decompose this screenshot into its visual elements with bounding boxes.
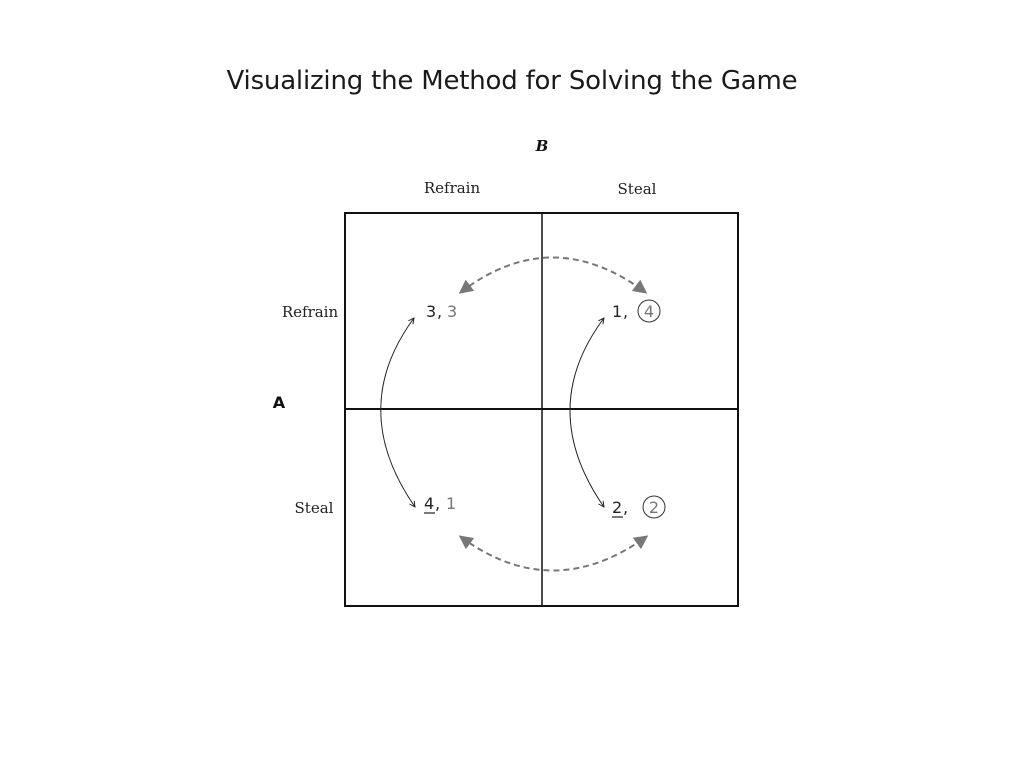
cell-refrain-refrain: 3 , 3 bbox=[426, 302, 457, 321]
payoff-a: 2 bbox=[612, 498, 622, 517]
payoff-b: 3 bbox=[447, 302, 457, 321]
payoff-separator: , bbox=[437, 302, 442, 321]
best-response-circle bbox=[637, 299, 661, 323]
payoff-a: 1 bbox=[612, 302, 622, 321]
column-player-label: B bbox=[535, 137, 549, 155]
payoff-b: 2 bbox=[649, 498, 659, 517]
column-strategy-refrain: Refrain bbox=[424, 179, 481, 197]
column-strategy-steal: Steal bbox=[618, 180, 657, 198]
solid-arrow-right bbox=[569, 318, 604, 507]
best-response-circle bbox=[642, 495, 666, 519]
solid-arrow-left bbox=[380, 318, 415, 507]
payoff-a: 4 bbox=[424, 494, 434, 513]
dashed-arrow-top bbox=[458, 256, 648, 294]
row-strategy-refrain: Refrain bbox=[282, 303, 339, 321]
payoff-b: 1 bbox=[446, 494, 456, 513]
cell-steal-refrain: 4 , 1 bbox=[424, 494, 456, 514]
payoff-separator: , bbox=[623, 498, 628, 517]
cell-refrain-steal: 1 , 4 bbox=[612, 299, 661, 323]
payoff-separator: , bbox=[623, 302, 628, 321]
row-strategy-steal: Steal bbox=[295, 499, 334, 517]
payoff-a: 3 bbox=[426, 302, 436, 321]
dashed-arrow-bottom bbox=[458, 535, 649, 572]
payoff-b: 4 bbox=[644, 302, 654, 321]
page-title: Visualizing the Method for Solving the G… bbox=[226, 66, 798, 96]
cell-steal-steal: 2 , 2 bbox=[612, 495, 666, 519]
payoff-separator: , bbox=[435, 494, 440, 513]
row-player-label: A bbox=[273, 393, 286, 412]
